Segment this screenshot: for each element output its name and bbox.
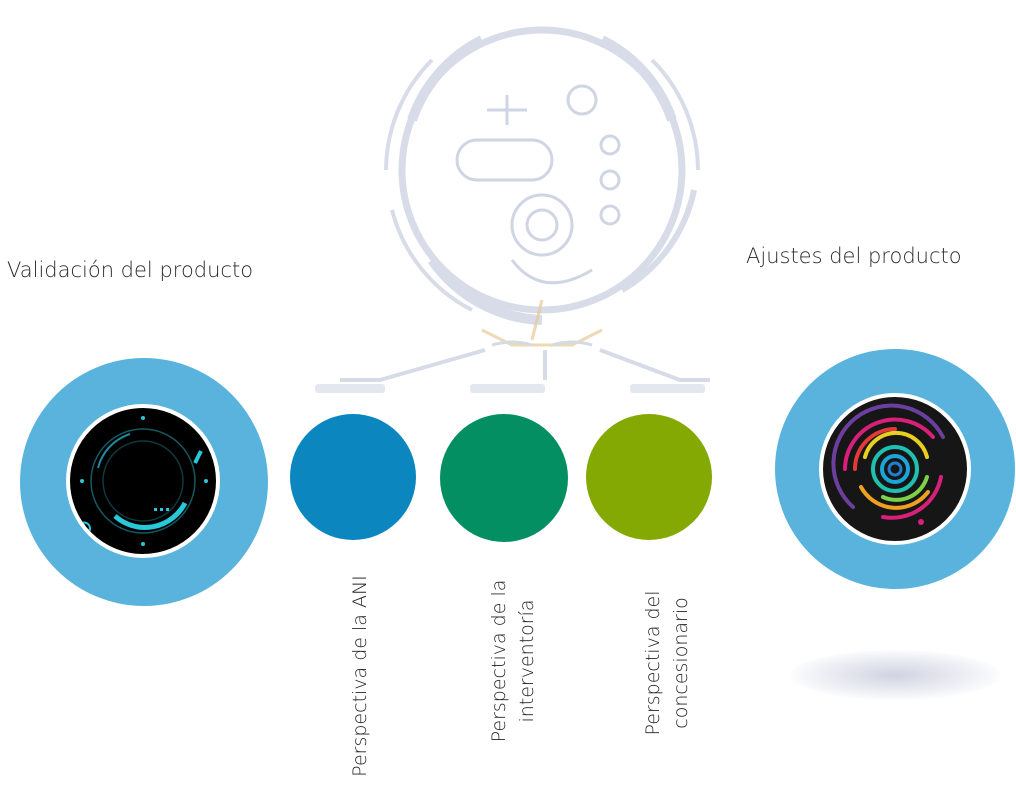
right-ring-shadow xyxy=(790,650,1000,700)
connector-lines xyxy=(315,348,710,393)
perspective-interventoria-line1: Perspectiva de la xyxy=(488,579,510,743)
right-heading: Ajustes del producto xyxy=(746,244,962,268)
perspective-interventoria-line2: interventoría xyxy=(516,599,538,723)
faded-hud-circle-icon xyxy=(384,26,700,347)
hud-dial-icon xyxy=(77,416,208,546)
perspective-interventoria-disc xyxy=(440,414,568,542)
right-ring-inner xyxy=(819,393,971,545)
perspective-concesionario-label: Perspectiva del concesionario xyxy=(639,558,695,768)
concentric-rainbow-rings-icon xyxy=(831,403,945,525)
perspective-interventoria-label: Perspectiva de la interventoría xyxy=(485,556,541,766)
perspective-concesionario-line1: Perspectiva del xyxy=(642,590,664,736)
perspective-concesionario-line2: concesionario xyxy=(670,597,692,729)
left-ring-inner xyxy=(66,404,220,558)
perspective-ani-disc xyxy=(290,414,416,540)
perspective-ani-label: Perspectiva de la ANI xyxy=(349,575,371,777)
left-heading: Validación del producto xyxy=(7,258,254,282)
perspective-concesionario-disc xyxy=(586,414,712,540)
